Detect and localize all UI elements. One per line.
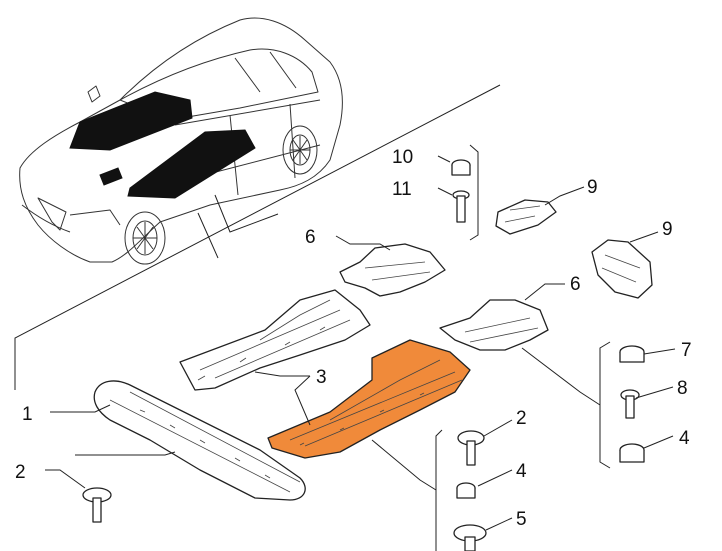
vehicle-illustration: [19, 17, 343, 265]
fastener-7-nut: [619, 345, 645, 363]
callout-9-right: 9: [662, 219, 673, 240]
part-9-bracket-right: [591, 239, 653, 299]
part-1-front-cover: [93, 380, 306, 501]
callout-7: 7: [681, 340, 692, 361]
callout-2-center: 2: [516, 408, 527, 429]
callout-11: 11: [392, 179, 412, 200]
highlighted-shield: [267, 339, 471, 459]
fastener-2-screw-center: [457, 430, 485, 466]
callout-4-right: 4: [679, 428, 690, 449]
callout-9-left: 9: [587, 177, 598, 198]
callout-labels: 1 2 3 6 6 10 11 9 9 7 8 4 2 4 5: [15, 147, 692, 530]
part-3-highlighted-panel: [267, 339, 471, 459]
callout-6-right: 6: [570, 274, 581, 295]
callout-6-upper: 6: [305, 227, 316, 248]
part-9-bracket-left: [495, 199, 557, 235]
fastener-4-nut-center: [456, 482, 476, 499]
callout-5: 5: [516, 509, 527, 530]
fastener-11-bolt: [452, 190, 470, 223]
leader-lines: [45, 155, 676, 531]
rear-wheel: [282, 125, 318, 175]
callout-4-center: 4: [516, 461, 527, 482]
underbody-pad-rear: [127, 129, 256, 199]
part-3-underbody-panel: [179, 289, 371, 391]
callout-8: 8: [677, 378, 688, 399]
fastener-8-screw: [620, 389, 640, 419]
front-wheel: [124, 211, 166, 265]
fastener-4-nut-right: [619, 443, 645, 463]
underbody-pad-front: [69, 91, 193, 151]
fastener-2-screw-left: [82, 487, 112, 523]
part-6-upper-panel: [339, 243, 446, 297]
part-6-right-panel: [439, 299, 549, 351]
callout-10: 10: [392, 147, 413, 168]
callout-1: 1: [22, 404, 33, 425]
frame-lines: [14, 84, 501, 390]
fastener-5-clip: [453, 524, 487, 551]
fastener-10-nut: [451, 159, 471, 176]
callout-2-left: 2: [15, 462, 26, 483]
callout-3: 3: [316, 367, 327, 388]
